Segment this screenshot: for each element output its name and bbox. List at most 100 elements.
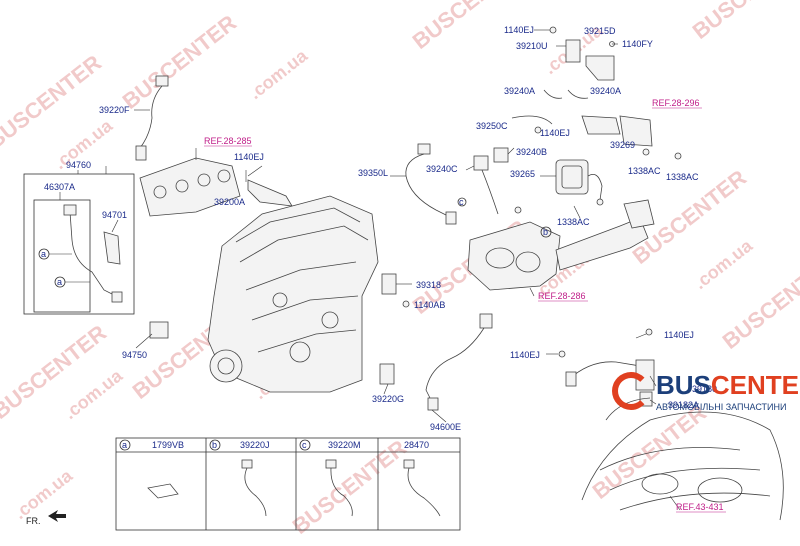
legend-part-c: 39220M	[328, 440, 361, 450]
sensor-wire-46307a	[69, 211, 117, 297]
bracket-body	[247, 179, 293, 207]
bracket-94701	[103, 231, 121, 265]
connector	[417, 143, 431, 155]
vehicle-sketch	[581, 397, 784, 521]
label-39220F: 39220F	[99, 105, 130, 115]
front-indicator: FR.	[26, 510, 66, 526]
label-a-bottom: a	[57, 277, 62, 287]
buscenter-logo: BUSCENTER АВТОМОБІЛЬНІ ЗАПЧАСТИНИ	[612, 370, 800, 418]
label-39200A: 39200A	[214, 197, 245, 207]
sensor-tip	[445, 211, 457, 225]
front-label: FR.	[26, 516, 41, 526]
connector	[479, 313, 493, 329]
label-1140FY: 1140FY	[622, 39, 653, 49]
label-39269: 39269	[610, 140, 635, 150]
connector-body	[473, 155, 489, 171]
sensor-39210U	[565, 39, 581, 63]
legend-key-b: b	[212, 440, 217, 450]
label-39240A-right: 39240A	[590, 86, 621, 96]
module-body	[555, 159, 589, 195]
sensor-94750	[149, 321, 169, 339]
legend-sensor-d-connector	[403, 459, 415, 469]
logo-mark-icon	[612, 372, 650, 410]
label-1338AC-a: 1338AC	[628, 166, 661, 176]
label-1140EJ-bracket: 1140EJ	[540, 128, 570, 138]
label-1140EJ-lower: 1140EJ	[510, 350, 540, 360]
label-1140EJ-sensor: 1140EJ	[664, 330, 694, 340]
sensor-body	[565, 371, 577, 387]
logo-brand-a: BUS	[656, 370, 711, 400]
label-39215D: 39215D	[584, 26, 616, 36]
sensor-cable	[139, 85, 163, 149]
sensor-tip	[111, 291, 123, 303]
exhaust-manifold-left	[139, 157, 241, 217]
bracket-39215D	[585, 55, 615, 81]
sensor-94600E	[425, 313, 493, 411]
label-39240A-left: 39240A	[504, 86, 535, 96]
legend-sensor-b-cable	[244, 467, 267, 517]
ref-28-286: REF.28-286	[538, 291, 586, 301]
label-39318: 39318	[416, 280, 441, 290]
pulley	[209, 349, 243, 383]
legend-sensor-d-cable	[407, 467, 441, 517]
logo-tagline: АВТОМОБІЛЬНІ ЗАПЧАСТИНИ	[656, 402, 787, 412]
watermark-brand: BUSCENTER	[0, 320, 111, 424]
bracket-39269	[581, 115, 621, 135]
watermark-site: .com.ua	[10, 465, 77, 523]
ref-43-431: REF.43-431	[676, 502, 724, 512]
sensor-cable	[405, 153, 449, 217]
sensor-39350L	[405, 143, 467, 225]
label-39350L: 39350L	[358, 168, 388, 178]
legend-part-b: 39220J	[240, 440, 270, 450]
label-1140AB: 1140AB	[414, 300, 445, 310]
connector-39240C	[473, 147, 509, 215]
engine-outline	[207, 195, 379, 393]
legend-part-d: 28470	[404, 440, 429, 450]
assembly-94760	[23, 170, 135, 315]
catalytic-converter	[467, 199, 655, 291]
connector	[155, 75, 169, 87]
label-1140EJ-engine: 1140EJ	[234, 152, 264, 162]
sensor-tip	[427, 397, 439, 411]
sensor-39220G	[379, 363, 395, 385]
engine-block	[149, 195, 379, 393]
label-39220G: 39220G	[372, 394, 404, 404]
label-1338AC-c: 1338AC	[557, 217, 590, 227]
label-94701: 94701	[102, 210, 127, 220]
ref-28-296: REF.28-296	[652, 98, 700, 108]
down-pipe	[555, 217, 649, 271]
legend-sensor-b-connector	[241, 459, 253, 469]
legend-part-a: 1799VB	[152, 440, 184, 450]
bracket-ref28-296	[619, 115, 653, 147]
label-39180: 39180	[692, 384, 717, 394]
watermark-brand: BUSCENTER	[288, 435, 411, 539]
front-arrow-icon	[48, 510, 66, 522]
sensor-body	[135, 145, 147, 161]
sensor-body	[381, 273, 397, 295]
watermark-brand: BUSCENTER	[688, 0, 800, 44]
logo-wordmark: BUSCENTER	[656, 370, 800, 401]
sub-assembly-box	[33, 199, 91, 313]
watermark-brand: BUSCENTER	[118, 10, 241, 114]
label-a-top: a	[41, 249, 46, 259]
label-c: c	[459, 197, 464, 207]
label-94600E: 94600E	[430, 422, 461, 432]
label-1338AC-b: 1338AC	[666, 172, 699, 182]
legend-sensor-c-cable	[330, 467, 353, 517]
label-1140EJ-top: 1140EJ	[504, 25, 534, 35]
legend-key-c: c	[302, 440, 307, 450]
sensor-body	[379, 363, 395, 385]
bracket-39200A	[245, 170, 293, 207]
pipe-flange	[623, 199, 655, 229]
clip-39240A	[543, 89, 563, 99]
clip-39240A	[567, 89, 589, 99]
label-39210U: 39210U	[516, 41, 548, 51]
legend-clip-drawing	[147, 483, 179, 499]
sensor-39318	[381, 273, 412, 308]
connector-39240B	[493, 147, 509, 163]
legend-key-a: a	[122, 440, 127, 450]
label-94760: 94760	[66, 160, 91, 170]
